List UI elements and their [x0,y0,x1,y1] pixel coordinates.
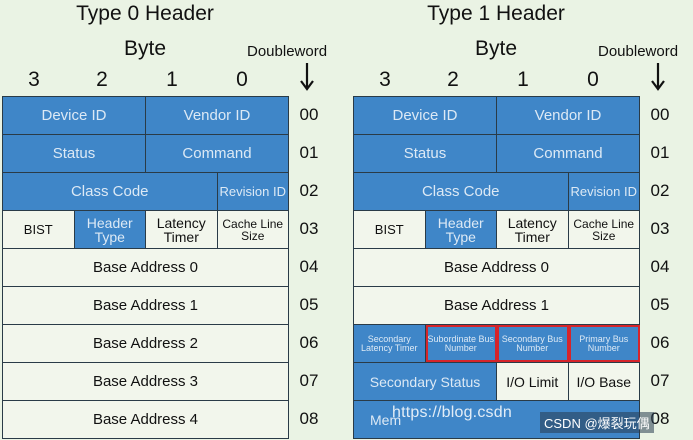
doubleword-number: 06 [650,333,670,352]
type0-register-table: Device ID Vendor ID Status Command Class… [2,96,289,439]
doubleword-number: 02 [299,181,319,200]
type1-header-panel: Type 1 Header Byte Doubleword 3 2 1 0 De… [351,0,691,440]
doubleword-number: 03 [650,219,670,238]
cache-line-size-field: Cache Line Size [568,211,640,248]
doubleword-number: 04 [650,257,670,276]
base-address-2-field: Base Address 2 [3,325,289,362]
vendor-id-field: Vendor ID [497,97,640,134]
base-address-0-field: Base Address 0 [354,249,640,286]
header-type-field: Header Type [425,211,497,248]
base-address-4-field: Base Address 4 [3,401,289,438]
doubleword-number: 02 [650,181,670,200]
byte-number-0: 0 [587,68,599,91]
author-credit: CSDN @爆裂玩偶 [540,412,654,433]
subordinate-bus-number-field: Subordinate Bus Number [425,325,497,362]
table-row: Class Code Revision ID [3,173,289,211]
table-row: Class Code Revision ID [354,173,640,211]
byte-number-2: 2 [447,68,459,91]
type1-byte-label: Byte [474,37,518,60]
doubleword-number: 07 [299,371,319,390]
command-field: Command [497,135,640,172]
doubleword-number: 06 [299,333,319,352]
base-address-1-field: Base Address 1 [354,287,640,324]
io-base-field: I/O Base [568,363,640,400]
down-arrow-icon [300,63,314,91]
command-field: Command [146,135,289,172]
secondary-status-field: Secondary Status [354,363,497,400]
doubleword-number: 04 [299,257,319,276]
down-arrow-icon [651,63,665,91]
status-field: Status [354,135,497,172]
doubleword-number: 08 [299,409,319,428]
table-row: Base Address 0 [354,249,640,287]
primary-bus-number-field: Primary Bus Number [568,325,640,362]
table-row: Base Address 0 [3,249,289,287]
type1-title: Type 1 Header [427,2,565,25]
type0-doubleword-label: Doubleword [247,43,328,60]
base-address-3-field: Base Address 3 [3,363,289,400]
secondary-latency-timer-field: Secondary Latency Timer [354,325,426,362]
url-watermark: https://blog.csdn [392,404,512,421]
byte-number-2: 2 [96,68,108,91]
byte-number-3: 3 [379,68,391,91]
byte-number-1: 1 [517,68,529,91]
doubleword-number: 08 [650,409,670,428]
cache-line-size-field: Cache Line Size [217,211,289,248]
base-address-0-field: Base Address 0 [3,249,289,286]
table-row: Base Address 1 [3,287,289,325]
doubleword-number: 01 [299,143,319,162]
type1-doubleword-label: Doubleword [598,43,679,60]
status-field: Status [3,135,146,172]
doubleword-number: 07 [650,371,670,390]
class-code-field: Class Code [3,173,218,210]
type1-register-table: Device ID Vendor ID Status Command Class… [353,96,640,439]
table-row: Device ID Vendor ID [3,97,289,135]
table-row: Secondary Latency Timer Subordinate Bus … [354,325,640,363]
table-row: Base Address 3 [3,363,289,401]
table-row: BIST Header Type Latency Timer Cache Lin… [3,211,289,249]
table-row: Base Address 2 [3,325,289,363]
bist-field: BIST [3,211,75,248]
doubleword-number: 03 [299,219,319,238]
secondary-bus-number-field: Secondary Bus Number [497,325,569,362]
doubleword-number: 01 [650,143,670,162]
table-row: Base Address 1 [354,287,640,325]
bist-field: BIST [354,211,426,248]
byte-number-3: 3 [28,68,40,91]
byte-number-0: 0 [236,68,248,91]
doubleword-number: 00 [299,105,319,124]
doubleword-number: 05 [650,295,670,314]
revision-id-field: Revision ID [568,173,640,210]
base-address-1-field: Base Address 1 [3,287,289,324]
doubleword-number: 05 [299,295,319,314]
latency-timer-field: Latency Timer [146,211,218,248]
table-row: Base Address 4 [3,401,289,439]
table-row: Status Command [3,135,289,173]
doubleword-number: 00 [650,105,670,124]
device-id-field: Device ID [3,97,146,134]
revision-id-field: Revision ID [217,173,289,210]
table-row: BIST Header Type Latency Timer Cache Lin… [354,211,640,249]
device-id-field: Device ID [354,97,497,134]
byte-number-1: 1 [166,68,178,91]
table-row: Status Command [354,135,640,173]
vendor-id-field: Vendor ID [146,97,289,134]
class-code-field: Class Code [354,173,569,210]
io-limit-field: I/O Limit [497,363,569,400]
type0-header-panel: Type 0 Header Byte Doubleword 3 2 1 0 De… [0,0,340,440]
type0-title: Type 0 Header [76,2,214,25]
table-row: Secondary Status I/O Limit I/O Base [354,363,640,401]
latency-timer-field: Latency Timer [497,211,569,248]
header-type-field: Header Type [74,211,146,248]
table-row: Device ID Vendor ID [354,97,640,135]
type0-byte-label: Byte [123,37,167,60]
